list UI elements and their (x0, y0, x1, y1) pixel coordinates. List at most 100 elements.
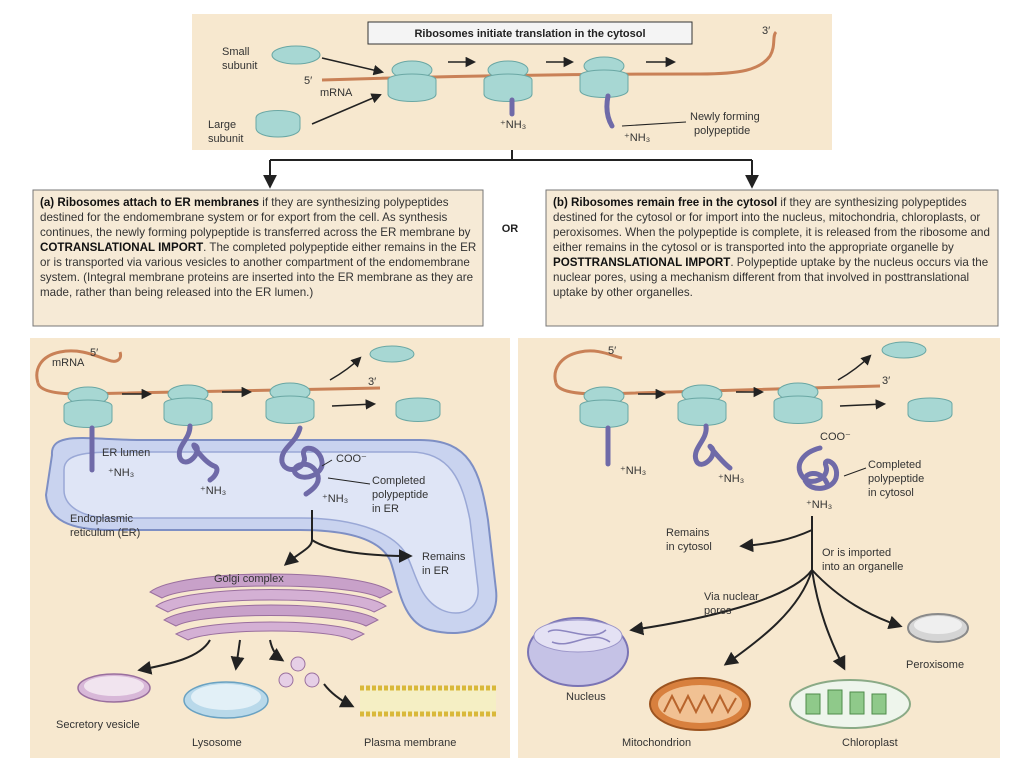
remains-er-arrow (311, 539, 413, 563)
right-polypeptide-2 (692, 423, 733, 471)
right-completed-1: Completed (868, 459, 921, 471)
panel-b-body-2: . Polypeptide uptake by the nucleus occu… (553, 256, 989, 299)
remains-cytosol-arrow (739, 529, 813, 553)
secretory-label: Secretory vesicle (56, 719, 140, 731)
plasma-membrane-shape (360, 685, 496, 717)
nucleus-chromatin-2 (551, 636, 611, 645)
panel-a-text: (a) Ribosomes attach to ER membranes if … (40, 195, 478, 300)
nucleus-shape (527, 617, 629, 687)
left-mrna-tail (35, 349, 122, 384)
top-panel: Ribosomes initiate translation in the cy… (192, 14, 832, 150)
transport-vesicle-2 (278, 672, 294, 688)
left-coo-leader (321, 459, 333, 467)
top-ribosome-1 (387, 60, 437, 102)
or-label: OR (502, 223, 519, 235)
remains-er-2: in ER (422, 565, 449, 577)
top-ribosome-3 (579, 56, 629, 98)
top-polypeptide-2 (604, 93, 615, 129)
small-subunit-shape (271, 45, 321, 65)
left-release-arrow-2 (331, 399, 377, 410)
newly-forming-leader (621, 121, 687, 127)
panel-a-body-1: if they are synthesizing polypeptides de… (40, 196, 471, 239)
mitochondrion-label: Mitochondrion (622, 737, 691, 749)
er-label-1: Endoplasmic (70, 513, 133, 525)
remains-cytosol-1: Remains (666, 527, 710, 539)
left-ribosome-1 (63, 386, 113, 428)
newly-forming-label-2: polypeptide (694, 125, 750, 137)
left-completed-2: polypeptide (372, 489, 428, 501)
peroxisome-label: Peroxisome (906, 659, 964, 671)
left-nh3-1: ⁺NH₃ (108, 467, 134, 479)
plasma-membrane-core (360, 688, 496, 714)
lysosome-label: Lysosome (192, 737, 242, 749)
left-completed-leader (327, 477, 371, 485)
to-lysosome-arrow (230, 639, 245, 671)
chloroplast-granum-1 (805, 693, 821, 715)
small-subunit-label-1: Small (222, 46, 250, 58)
right-polypeptide-3 (796, 445, 840, 491)
to-peroxisome-arrow (811, 569, 903, 630)
via-pores-1: Via nuclear (704, 591, 759, 603)
right-released-small-subunit (881, 341, 927, 359)
small-subunit-label-2: subunit (222, 60, 257, 72)
left-nh3-2: ⁺NH₃ (200, 485, 226, 497)
plasma-label: Plasma membrane (364, 737, 456, 749)
transport-vesicle-1 (290, 656, 306, 672)
right-ribosome-2 (677, 384, 727, 426)
left-ribosome-2 (163, 384, 213, 426)
top-nh3-1: ⁺NH₃ (500, 119, 526, 131)
to-chloroplast-arrow (811, 569, 846, 671)
right-completed-leader (843, 467, 867, 477)
right-nh3-2: ⁺NH₃ (718, 473, 744, 485)
right-ribosome-3 (773, 382, 823, 424)
chloroplast-granum-3 (849, 691, 865, 715)
large-subunit-shape (255, 110, 301, 138)
left-completed-3: in ER (372, 503, 399, 515)
left-five-prime: 5′ (90, 347, 98, 359)
transport-vesicle-3 (304, 672, 320, 688)
panel-b-text: (b) Ribosomes remain free in the cytosol… (553, 195, 993, 300)
left-completed-1: Completed (372, 475, 425, 487)
panel-b-body-1: if they are synthesizing polypeptides de… (553, 196, 990, 254)
left-coo: COO⁻ (336, 453, 367, 465)
golgi-cisterna-1 (149, 573, 393, 599)
via-pores-2: pores (704, 605, 732, 617)
right-panel: 5′ 3′ ⁺NH₃ ⁺NH₃ ⁺NH₃ COO⁻ Completed poly… (518, 338, 1000, 758)
branch-arrows (263, 150, 759, 189)
right-mrna-tail (553, 349, 623, 384)
panel-b-bold: POSTTRANSLATIONAL IMPORT (553, 256, 731, 269)
right-release-arrow-1 (837, 354, 872, 381)
right-ribosome-1 (579, 386, 629, 428)
remains-er-1: Remains (422, 551, 466, 563)
small-subunit-arrow (321, 57, 385, 76)
left-polypeptide-2 (176, 423, 220, 483)
to-plasma-arrow (323, 683, 355, 708)
panel-a-box (32, 189, 484, 327)
imported-1: Or is imported (822, 547, 891, 559)
chloroplast-granum-4 (871, 693, 887, 715)
right-nh3-1: ⁺NH₃ (620, 465, 646, 477)
top-title: Ribosomes initiate translation in the cy… (414, 28, 645, 40)
top-five-prime: 5′ (304, 75, 312, 87)
er-lumen (63, 451, 479, 614)
er-label-2: reticulum (ER) (70, 527, 140, 539)
large-subunit-label-2: subunit (208, 133, 243, 145)
panel-a-lead: (a) Ribosomes attach to ER membranes (40, 196, 260, 209)
golgi-complex (149, 573, 393, 641)
left-released-large-subunit (395, 397, 441, 422)
remains-cytosol-2: in cytosol (666, 541, 712, 553)
panel-a-bold: COTRANSLATIONAL IMPORT (40, 241, 204, 254)
golgi-cisterna-3 (163, 604, 379, 627)
chloroplast-shape (789, 679, 911, 729)
panel-b-box (545, 189, 999, 327)
left-panel: 5′ mRNA 3′ ER lumen ⁺NH₃ ⁺NH₃ ⁺NH₃ COO⁻ … (30, 338, 510, 758)
left-three-prime: 3′ (368, 376, 376, 388)
left-polypeptide-3 (279, 425, 325, 497)
newly-forming-label-1: Newly forming (690, 111, 760, 123)
golgi-cisterna-4 (174, 621, 366, 641)
panel-a-body-2: . The completed polypeptide either remai… (40, 241, 477, 299)
lysosome-interior (191, 684, 261, 710)
right-released-large-subunit (907, 397, 953, 422)
